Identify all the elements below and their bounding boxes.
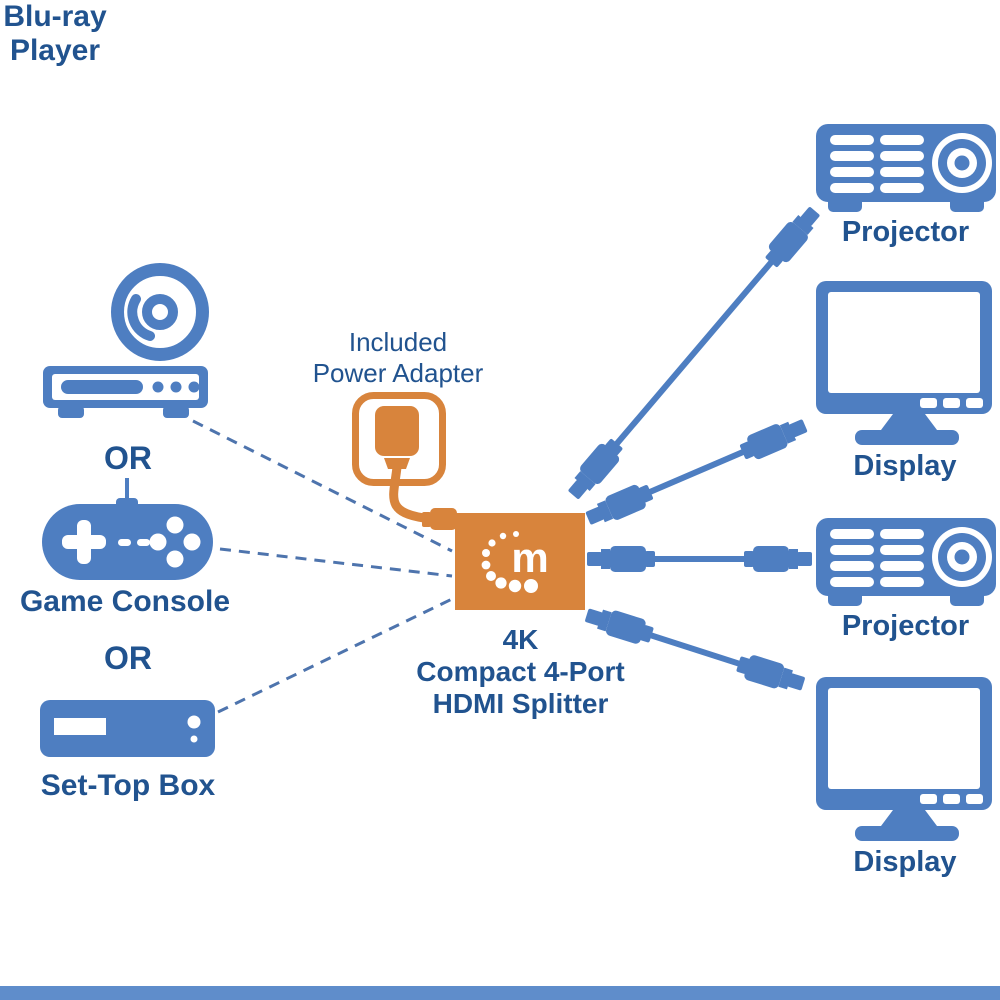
bluray-label-line1: Blu-ray <box>3 0 107 33</box>
projector-icon-2 <box>816 518 996 606</box>
splitter-box: m <box>455 513 585 610</box>
splitter-caption: 4K Compact 4-Port HDMI Splitter <box>398 624 643 720</box>
bluray-label-line2: Player <box>9 34 101 67</box>
or-separator-2: OR <box>104 640 152 676</box>
dashed-link-bluray <box>192 419 453 553</box>
hdmi-cable-to-projector-1 <box>563 202 825 504</box>
projector-1-label: Projector <box>841 216 970 248</box>
logo-letter: m <box>511 534 548 581</box>
projector-2-label: Projector <box>841 610 970 642</box>
power-adapter-label: Included Power Adapter <box>298 327 498 389</box>
splitter-caption-line3: HDMI Splitter <box>432 688 609 719</box>
bluray-player-icon <box>43 366 208 418</box>
splitter-caption-line1: 4K <box>502 624 539 655</box>
bluray-player-label: Blu-ray Player <box>0 0 110 68</box>
set-top-box-label: Set-Top Box <box>40 769 216 802</box>
projector-icon-1 <box>816 124 996 212</box>
display-2-label: Display <box>853 846 957 878</box>
power-cable <box>389 462 457 530</box>
display-icon-2 <box>816 677 992 841</box>
hdmi-cable-to-projector-2 <box>587 546 812 572</box>
or-separator-1: OR <box>104 440 152 476</box>
set-top-box-icon <box>40 700 215 757</box>
bluray-disc-icon <box>111 263 209 361</box>
manhattan-logo: m <box>481 531 549 593</box>
game-console-icon <box>42 478 213 580</box>
power-adapter-label-line1: Included <box>348 327 448 357</box>
game-console-label: Game Console <box>19 585 231 618</box>
dashed-link-settop <box>217 597 453 714</box>
dashed-link-game-console <box>219 547 453 578</box>
display-1-label: Display <box>853 450 957 482</box>
power-adapter-label-line2: Power Adapter <box>312 358 484 388</box>
bottom-border-bar <box>0 986 1000 1000</box>
splitter-caption-line2: Compact 4-Port <box>416 656 625 687</box>
display-icon-1 <box>816 281 992 445</box>
hdmi-cable-to-display-2 <box>582 602 808 697</box>
hdmi-cable-to-display-1 <box>582 413 811 531</box>
